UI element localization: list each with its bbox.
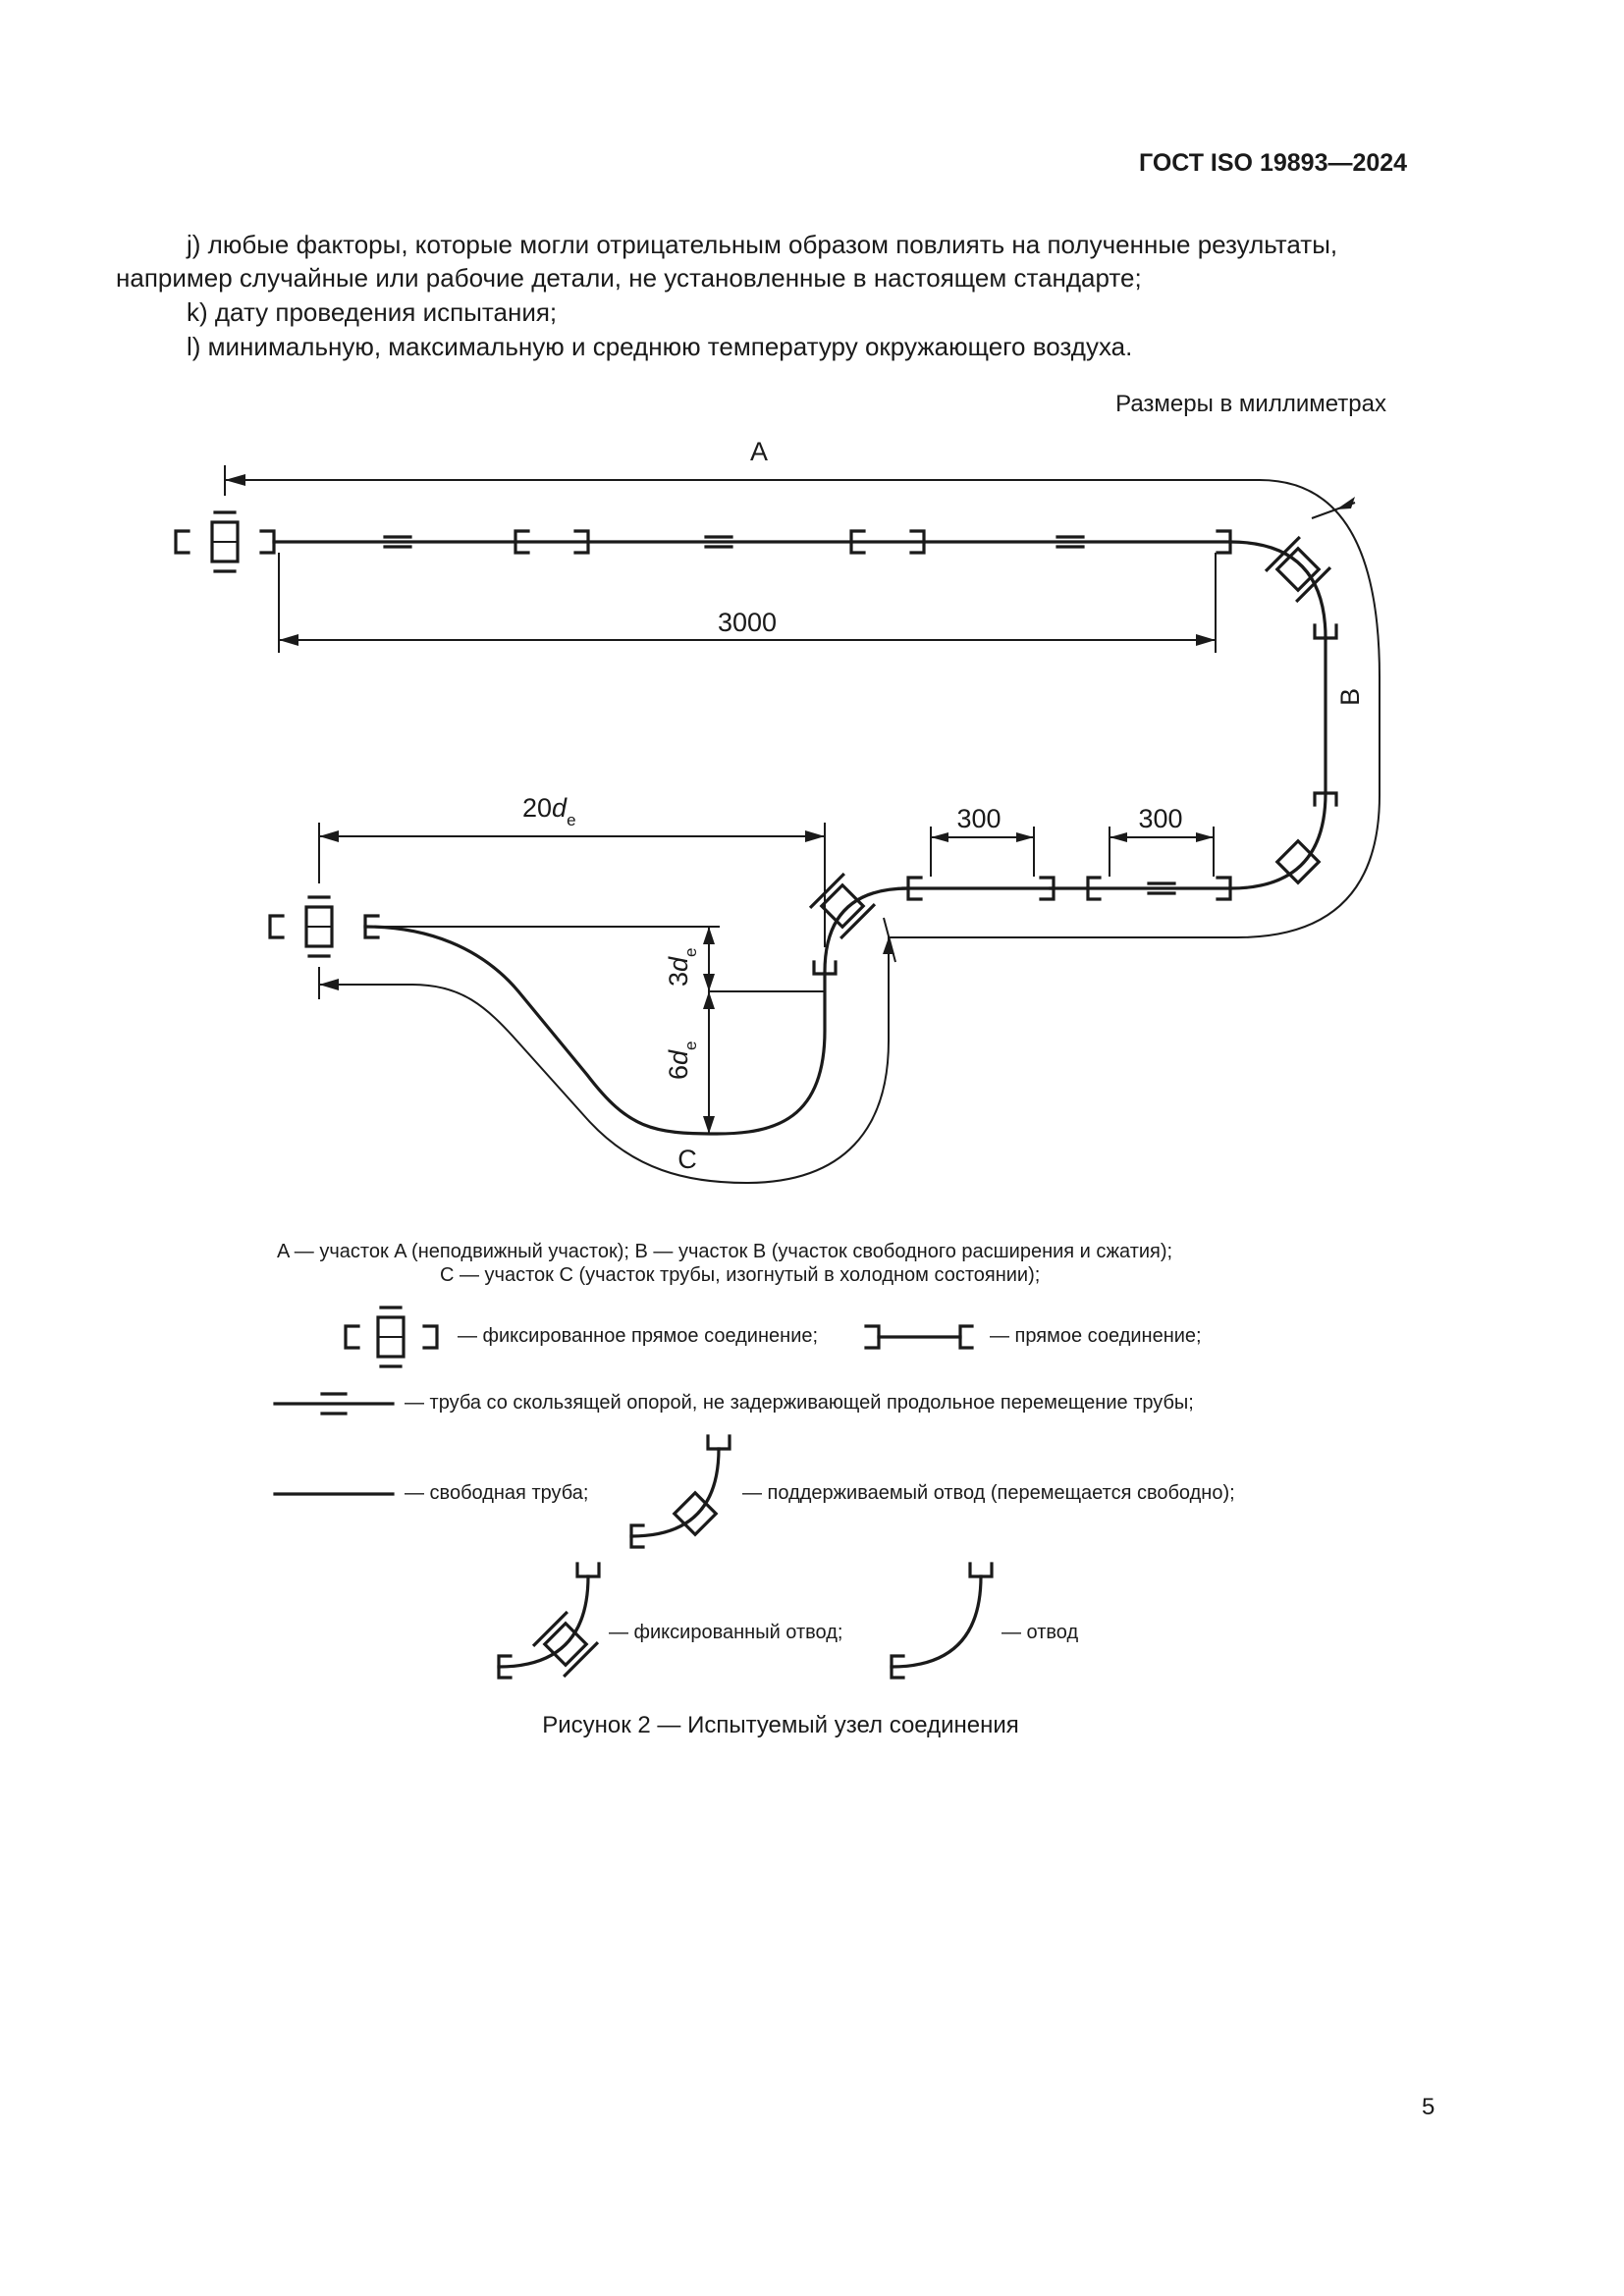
dimension-a: A (224, 437, 1380, 1041)
figure-caption: Рисунок 2 — Испытуемый узел соединения (542, 1712, 1019, 1738)
legend-sliding-symbol (273, 1392, 395, 1415)
legend-fixed-bend-symbol (497, 1562, 601, 1680)
dimension-c-outer: C (318, 967, 890, 1185)
legend-straight-symbol (864, 1324, 974, 1350)
legend-bend-symbol (890, 1562, 994, 1680)
document-header: ГОСТ ISO 19893—2024 (1139, 149, 1408, 177)
legend-free-pipe-text: — свободная труба; (405, 1482, 589, 1504)
label-300-right: 300 (1138, 804, 1182, 833)
legend-supported-bend-symbol (629, 1434, 731, 1549)
legend-fixed-straight-text: — фиксированное прямое соединение; (458, 1325, 819, 1347)
legend-sections-line1: A — участок A (неподвижный участок); B —… (277, 1241, 1173, 1262)
upper-fixed-bend (1228, 536, 1331, 640)
label-3000: 3000 (718, 608, 777, 637)
item-j-line2: например случайные или рабочие детали, н… (116, 263, 1142, 293)
label-20de: 20de (522, 793, 576, 829)
section-b-pipe (1228, 623, 1338, 890)
legend-bend-text: — отвод (1001, 1622, 1079, 1643)
legend-straight-text: — прямое соединение; (990, 1325, 1202, 1347)
page-number: 5 (1422, 2094, 1435, 2120)
section-c-pipe (268, 895, 838, 1136)
legend-sections-line2: C — участок C (участок трубы, изогнутый … (440, 1264, 1041, 1286)
dimensions-note: Размеры в миллиметрах (1115, 391, 1386, 417)
label-3de: 3de (664, 947, 700, 987)
dimension-3de-6de: 3de 6de (365, 926, 825, 1134)
label-300-left: 300 (956, 804, 1001, 833)
middle-run-pipe (809, 873, 1232, 974)
dimension-3000: 3000 (278, 553, 1217, 653)
label-a: A (750, 437, 768, 466)
label-b: B (1335, 688, 1365, 706)
label-c: C (677, 1145, 697, 1174)
legend-supported-bend-text: — поддерживаемый отвод (перемещается сво… (742, 1482, 1235, 1504)
legend-sliding-text: — труба со скользящей опорой, не задержи… (405, 1392, 1194, 1414)
dimension-300-left: 300 (930, 804, 1035, 877)
dimension-300-right: 300 (1109, 804, 1215, 877)
item-k: k) дату проведения испытания; (187, 297, 558, 327)
section-a-pipe (174, 510, 1232, 573)
legend-fixed-straight-symbol (344, 1306, 439, 1368)
dimension-20de: 20de (318, 793, 826, 947)
item-j-line1: j) любые факторы, которые могли отрицате… (187, 230, 1338, 259)
item-l: l) минимальную, максимальную и среднюю т… (187, 332, 1133, 361)
label-6de: 6de (664, 1041, 700, 1080)
legend-fixed-bend-text: — фиксированный отвод; (609, 1622, 843, 1643)
